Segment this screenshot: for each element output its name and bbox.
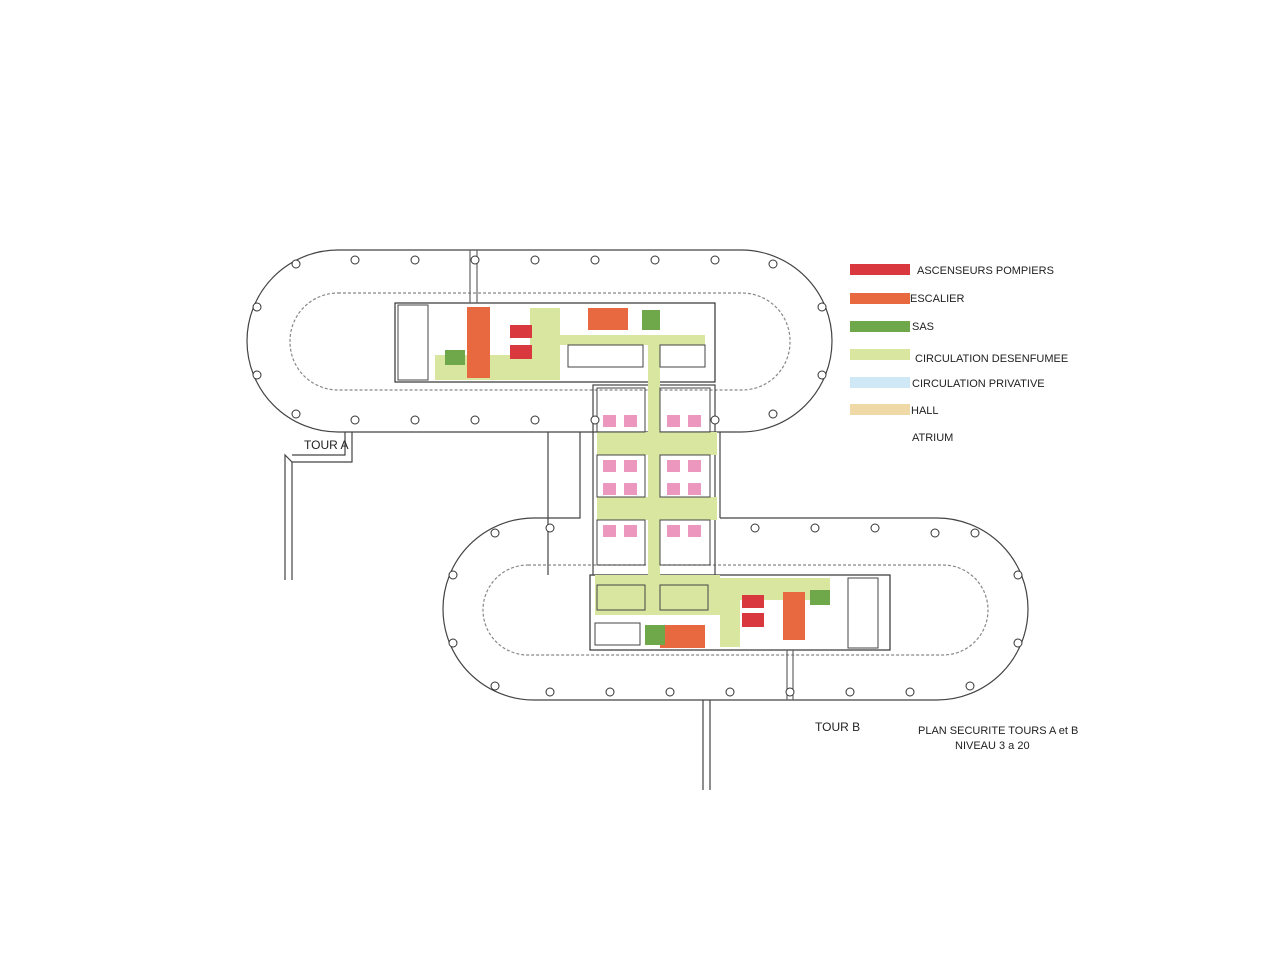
tower-b-inner-floor — [482, 564, 989, 656]
legend-swatch-ascenseurs — [850, 264, 910, 275]
legend-label: HALL — [911, 405, 939, 417]
ascenseurs-pompiers-zones — [510, 325, 764, 627]
tower-a-label: TOUR A — [304, 438, 349, 452]
legend-label: ESCALIER — [910, 293, 965, 305]
legend-swatch-circulation-privative — [850, 377, 910, 388]
pink-rooms — [603, 415, 701, 537]
tower-b-outline — [442, 432, 1029, 701]
legend-label: ATRIUM — [912, 432, 954, 444]
tower-a-core — [394, 302, 716, 383]
legend-swatch-circulation-desenfumee — [850, 349, 910, 360]
sas-zones — [445, 310, 830, 645]
legend-swatch-sas — [850, 321, 910, 332]
columns — [252, 255, 1023, 697]
circulation-desenfumee-zones — [435, 308, 830, 647]
legend-label: ASCENSEURS POMPIERS — [917, 265, 1054, 277]
tower-a-outline — [246, 249, 833, 575]
plan-subtitle: NIVEAU 3 a 20 — [955, 740, 1030, 752]
escalier-zones — [467, 307, 805, 648]
legend-label: SAS — [912, 321, 935, 333]
legend-label: CIRCULATION PRIVATIVE — [912, 378, 1045, 390]
tower-a-entrance-stair — [284, 432, 353, 580]
legend-label: CIRCULATION DESENFUMEE — [915, 353, 1069, 365]
tower-b-pier — [702, 700, 711, 790]
legend-swatch-hall — [850, 404, 910, 415]
legend-swatch-escalier — [850, 293, 910, 304]
plan-title: PLAN SECURITE TOURS A et B — [918, 725, 1079, 737]
tower-a-inner-floor — [289, 292, 791, 391]
tower-b-label: TOUR B — [815, 720, 861, 734]
tower-b-core — [589, 574, 891, 651]
